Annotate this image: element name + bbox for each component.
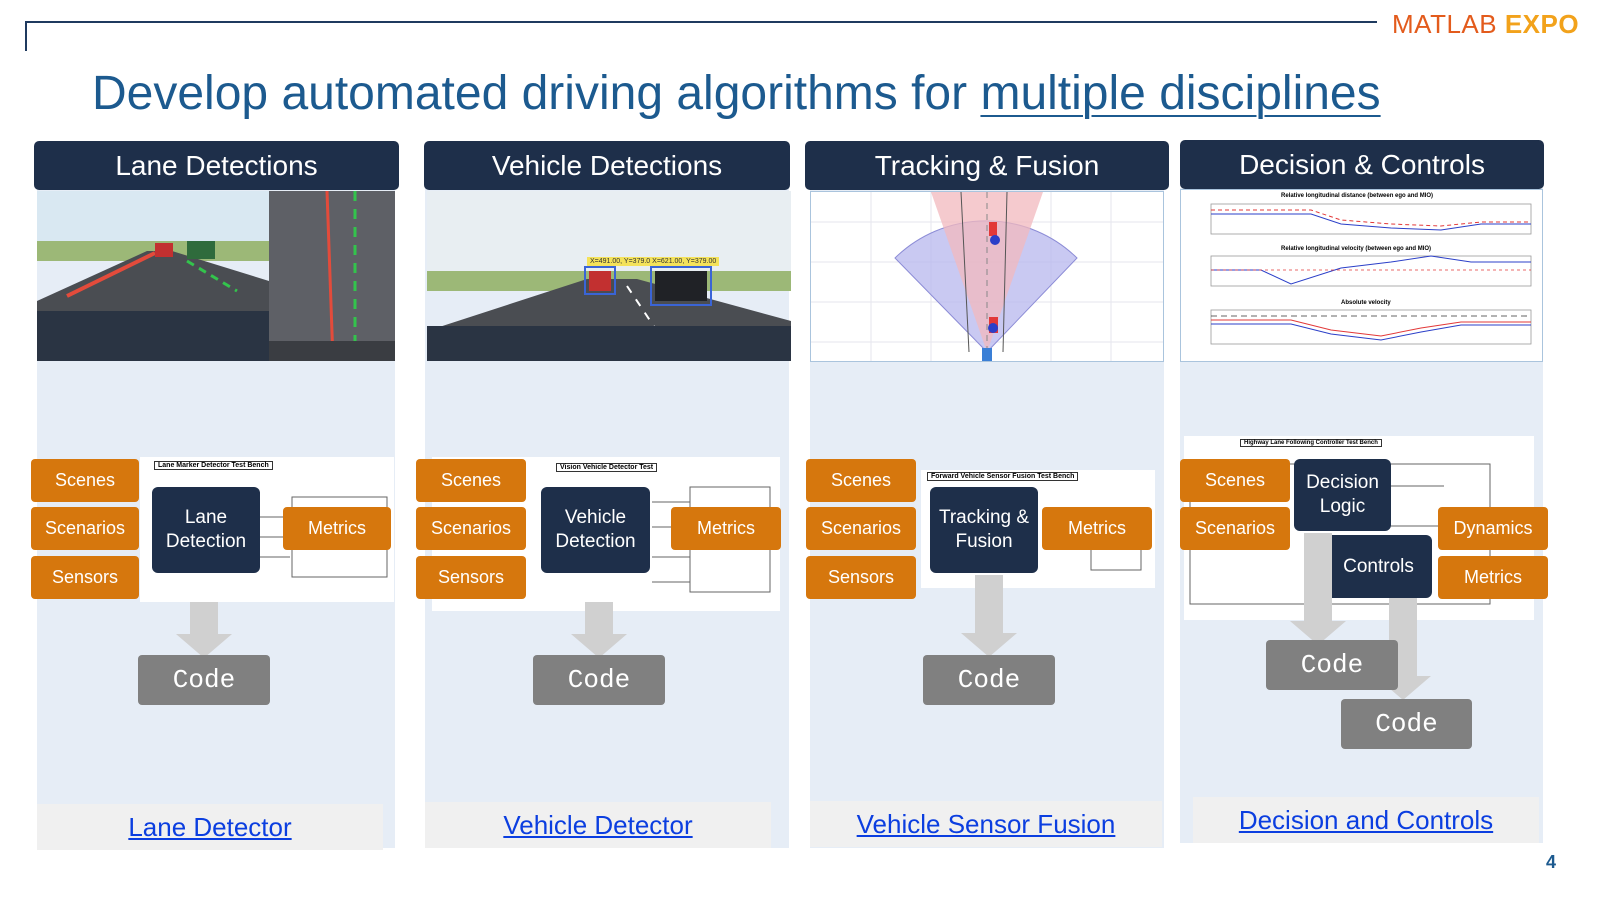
arrow-down-icon [961,575,1017,657]
arrow-down-icon [571,602,627,658]
metrics-button[interactable]: Metrics [671,507,781,550]
column-header-decision: Decision & Controls [1180,140,1544,189]
decision-logic-block[interactable]: Decision Logic [1294,459,1391,531]
scenes-button[interactable]: Scenes [806,459,916,502]
dynamics-button[interactable]: Dynamics [1438,507,1548,550]
metrics-button[interactable]: Metrics [1042,507,1152,550]
code-button[interactable]: Code [533,655,665,705]
lane-detector-link[interactable]: Lane Detector [128,811,292,842]
code-button[interactable]: Code [138,655,270,705]
vehicle-detector-link[interactable]: Vehicle Detector [503,809,693,840]
vehicle-detector-link-box: Vehicle Detector [425,802,771,848]
page-number: 4 [1546,852,1557,872]
sensors-button[interactable]: Sensors [806,556,916,599]
arrow-down-icon [176,602,232,658]
tracking-diagram-title: Forward Vehicle Sensor Fusion Test Bench [927,472,1079,481]
plot-title-velocity: Relative longitudinal velocity (between … [1281,246,1432,252]
code-button[interactable]: Code [923,655,1055,705]
top-rule [25,21,1377,23]
sensors-button[interactable]: Sensors [416,556,526,599]
scenarios-button[interactable]: Scenarios [31,507,139,550]
controls-block[interactable]: Controls [1325,535,1432,598]
tracking-fusion-image [810,191,1164,362]
column-header-tracking: Tracking & Fusion [805,141,1169,190]
decision-controls-plots: Relative longitudinal distance (between … [1180,189,1543,362]
lane-diagram-title: Lane Marker Detector Test Bench [154,461,273,470]
page-title: Develop automated driving algorithms for… [92,67,1381,120]
column-header-vehicle: Vehicle Detections [424,141,790,190]
scenarios-button[interactable]: Scenarios [1180,507,1290,550]
vehicle-diagram-title: Vision Vehicle Detector Test [556,463,658,472]
scenes-button[interactable]: Scenes [31,459,139,502]
tracking-fusion-block[interactable]: Tracking & Fusion [930,487,1038,573]
top-rule-corner [25,21,27,51]
column-header-lane: Lane Detections [34,141,399,190]
vehicle-sensor-fusion-link[interactable]: Vehicle Sensor Fusion [856,808,1116,839]
code-button[interactable]: Code [1266,640,1398,690]
matlab-expo-logo: MATLAB EXPO [1392,9,1580,39]
sensor-fusion-link-box: Vehicle Sensor Fusion [810,801,1162,847]
sensors-button[interactable]: Sensors [31,556,139,599]
decision-and-controls-link[interactable]: Decision and Controls [1238,804,1494,835]
lane-detection-image [37,191,395,361]
scenarios-button[interactable]: Scenarios [416,507,526,550]
scenes-button[interactable]: Scenes [416,459,526,502]
plot-title-absolute-velocity: Absolute velocity [1341,300,1391,306]
controller-diagram-title: Highway Lane Following Controller Test B… [1240,439,1382,447]
lane-detection-block[interactable]: Lane Detection [152,487,260,573]
metrics-button[interactable]: Metrics [283,507,391,550]
vehicle-detection-image: X=491.00, Y=379.0 X=621.00, Y=379.00 [427,191,791,361]
lane-detector-link-box: Lane Detector [37,804,383,850]
plot-title-distance: Relative longitudinal distance (between … [1281,193,1434,199]
code-button[interactable]: Code [1341,699,1472,749]
vehicle-detection-block[interactable]: Vehicle Detection [541,487,650,573]
decision-controls-link-box: Decision and Controls [1193,797,1539,843]
scenes-button[interactable]: Scenes [1180,459,1290,502]
arrow-down-icon [1290,533,1346,645]
metrics-button[interactable]: Metrics [1438,556,1548,599]
scenarios-button[interactable]: Scenarios [806,507,916,550]
bounding-box-label: X=491.00, Y=379.0 X=621.00, Y=379.00 [587,257,720,266]
